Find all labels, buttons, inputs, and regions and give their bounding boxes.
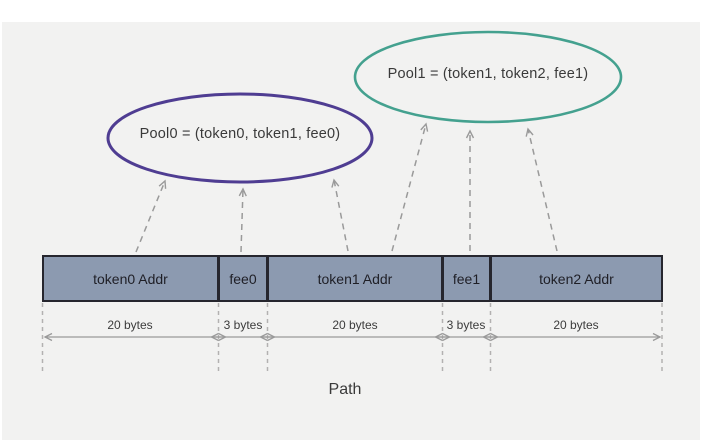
segment-token1-addr: token1 Addr (266, 257, 441, 300)
path-caption: Path (328, 381, 362, 398)
arrow-token1-to-pool0 (331, 178, 349, 252)
segment-fee1: fee1 (441, 257, 489, 300)
size-label-token0: 20 bytes (107, 318, 153, 332)
pool1-label: Pool1 = (token1, token2, fee1) (387, 66, 589, 82)
segment-token0-addr: token0 Addr (93, 270, 168, 287)
arrow-token2-to-pool1 (525, 127, 558, 252)
size-label-token1: 20 bytes (332, 318, 378, 332)
size-label-fee1: 3 bytes (446, 318, 486, 332)
size-label-token2: 20 bytes (553, 318, 599, 332)
pool0-label: Pool0 = (token0, token1, fee0) (139, 126, 341, 142)
size-label-fee0: 3 bytes (223, 318, 263, 332)
pool1-ellipse (353, 30, 623, 124)
pointer-arrows (135, 122, 558, 253)
diagram-canvas (2, 22, 700, 440)
segment-fee0: fee0 (217, 257, 266, 300)
path-bytes-bar: token0 Addr fee0 token1 Addr fee1 token2… (42, 255, 663, 302)
pool0-ellipse (106, 92, 374, 184)
arrow-fee0-to-pool0 (238, 187, 247, 253)
segment-token2-addr: token2 Addr (489, 257, 661, 300)
arrow-token0-to-pool0 (135, 179, 167, 253)
arrow-token1-to-pool1 (391, 122, 429, 252)
